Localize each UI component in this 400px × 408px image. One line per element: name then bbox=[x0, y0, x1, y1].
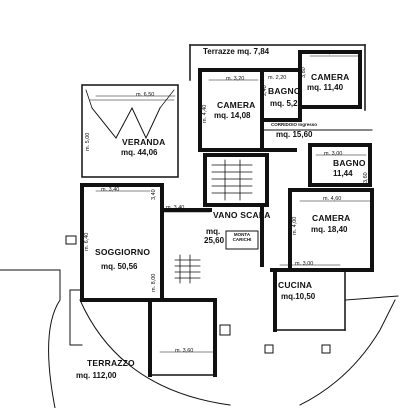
soggiorno-walls bbox=[80, 183, 164, 302]
monta-carichi-label: MONTA CARICHI bbox=[232, 232, 252, 242]
vano-scala-walls bbox=[203, 153, 269, 207]
veranda-zigzag bbox=[91, 106, 161, 140]
dim-3-40-mid: m. 3,40 bbox=[166, 205, 185, 211]
veranda-walls bbox=[81, 84, 179, 178]
corridoio-name: CORRIDOIO Ingresso bbox=[271, 122, 318, 127]
veranda-name: VERANDA bbox=[122, 137, 166, 147]
soggiorno-area: mq. 50,56 bbox=[101, 262, 138, 271]
bagno-right-walls bbox=[308, 143, 372, 187]
dim-3-00-cuc: m. 3,00 bbox=[295, 261, 314, 267]
bagno-top-name: BAGNO bbox=[268, 86, 301, 96]
camera-mid-area: mq. 14,08 bbox=[214, 111, 251, 120]
terrace-curve bbox=[79, 299, 231, 406]
dim-6-50: m. 6,50 bbox=[136, 92, 155, 98]
camera-mid-name: CAMERA bbox=[217, 100, 256, 110]
dim-3-40-v: 3,40 bbox=[151, 189, 157, 200]
camera-se-name: CAMERA bbox=[312, 213, 351, 223]
cucina-name: CUCINA bbox=[278, 280, 313, 290]
camera-ne-area: mq. 11,40 bbox=[307, 83, 344, 92]
cucina-area: mq.10,50 bbox=[281, 292, 316, 301]
bagno-right-area: 11,44 bbox=[333, 169, 353, 178]
terrazzo-area: mq. 112,00 bbox=[76, 371, 117, 380]
terrace-right-edge bbox=[299, 299, 396, 406]
stair-lower bbox=[174, 254, 201, 284]
dim-6-40-v: m. 6,40 bbox=[84, 232, 90, 251]
dim-3-60-v: 3,60 bbox=[363, 172, 369, 183]
monta-carichi-box bbox=[225, 230, 259, 250]
dim-3-20: m. 3,20 bbox=[226, 76, 245, 82]
dim-4-60: m. 4,60 bbox=[323, 196, 342, 202]
bagno-top-area: mq. 5,28 bbox=[270, 99, 303, 108]
dim-2-20: m. 2,20 bbox=[268, 75, 287, 81]
dim-5-00-v: m. 5,00 bbox=[85, 132, 91, 151]
camera-ne-name: CAMERA bbox=[311, 72, 350, 82]
camera-se-area: mq. 18,40 bbox=[311, 225, 348, 234]
terrace-outline bbox=[0, 269, 61, 408]
corridoio-area: mq. 15,60 bbox=[276, 130, 313, 139]
dim-3-80-v: 3,80 bbox=[301, 67, 307, 78]
vano-scala-area-prefix: mq. bbox=[206, 227, 221, 236]
dim-2-40-v: 2,40 bbox=[262, 85, 268, 96]
dim-3-40-sog: m. 3,40 bbox=[101, 187, 120, 193]
terrazzo-name: TERRAZZO bbox=[87, 358, 135, 368]
bagno-right-name: BAGNO bbox=[333, 158, 366, 168]
terrazze-label: Terrazze mq. 7,84 bbox=[203, 47, 270, 56]
dim-3-00-bagno: m. 3,00 bbox=[324, 151, 343, 157]
dim-4-00-v: m. 4,00 bbox=[292, 216, 298, 235]
camera-ne-walls bbox=[298, 50, 362, 109]
veranda-area: mq. 44,06 bbox=[121, 148, 158, 157]
dim-8-00-v: m. 8,00 bbox=[151, 273, 157, 292]
soggiorno-name: SOGGIORNO bbox=[95, 247, 151, 257]
vano-scala-area: 25,60 bbox=[204, 236, 225, 245]
vano-scala-name: VANO SCALA bbox=[213, 210, 271, 220]
dim-4-40-v: m. 4,40 bbox=[202, 104, 208, 123]
stair-steps bbox=[211, 159, 253, 201]
dim-3-00-top: m. 3,00 bbox=[318, 50, 337, 56]
dim-3-60-bot: m. 3,60 bbox=[175, 348, 194, 354]
